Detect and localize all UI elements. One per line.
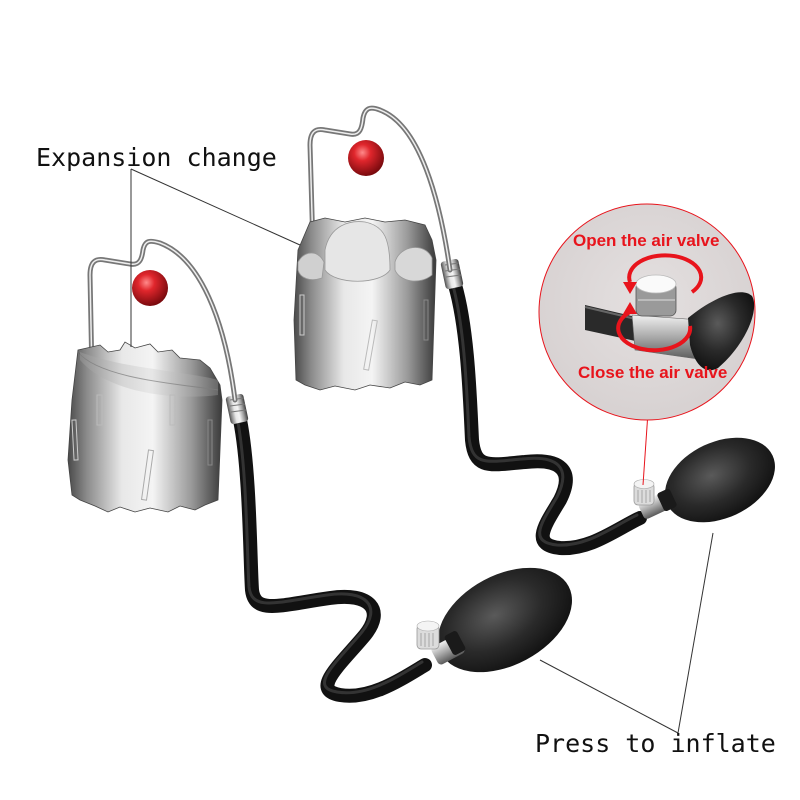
left-inflation-bulb <box>416 567 572 673</box>
right-expander <box>293 105 453 391</box>
close-valve-label: Close the air valve <box>578 363 727 382</box>
right-hose <box>448 278 647 556</box>
left-hose <box>233 413 432 703</box>
left-valve-knob <box>416 620 440 650</box>
callout-leader-line <box>642 411 649 486</box>
right-red-ball <box>348 140 384 176</box>
inflate-leader-lines <box>539 532 714 734</box>
right-valve-knob <box>633 479 655 506</box>
valve-callout: Open the air valve Close the air valve <box>538 203 756 486</box>
expansion-change-label: Expansion change <box>36 143 277 172</box>
right-inflation-bulb <box>633 437 775 523</box>
right-hose-fitting <box>440 258 464 290</box>
rotate-open-arrow-icon <box>627 253 704 294</box>
press-to-inflate-label: Press to inflate <box>535 729 776 758</box>
open-valve-label: Open the air valve <box>573 231 719 250</box>
left-red-ball <box>132 270 168 306</box>
left-expander <box>67 238 238 513</box>
rotate-close-arrow-icon <box>616 310 693 353</box>
expansion-leader-lines <box>130 168 301 347</box>
left-hose-fitting <box>225 393 249 425</box>
